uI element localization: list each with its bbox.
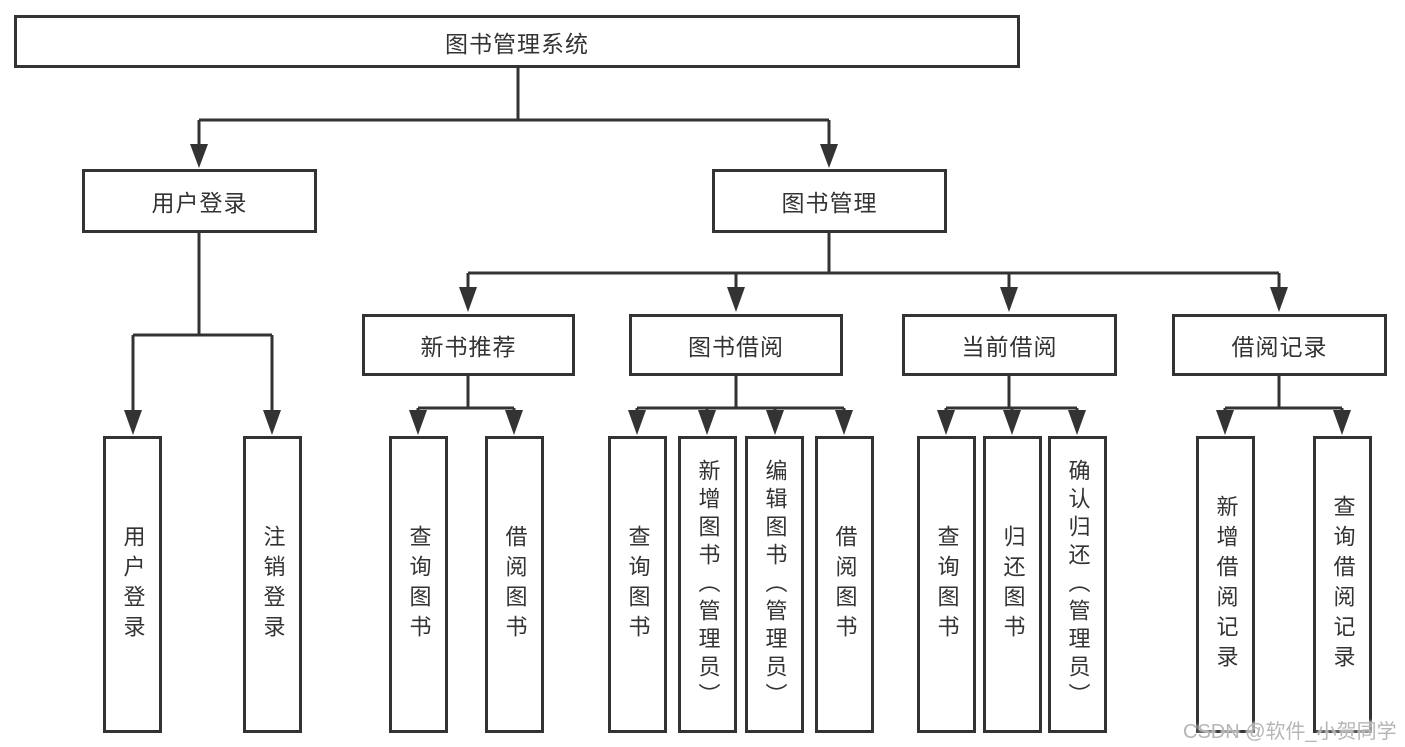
node-library-system: 图书管理系统 bbox=[14, 15, 1020, 68]
leaf-query-borrow-record-label: 查询借阅记录 bbox=[1330, 494, 1356, 675]
leaf-user-login: 用户登录 bbox=[103, 436, 162, 733]
leaf-borrow-books: 借阅图书 bbox=[815, 436, 874, 733]
leaf-add-book-admin: 新增图书（管理员） bbox=[678, 436, 737, 733]
node-user-login-branch-label: 用户登录 bbox=[151, 190, 248, 216]
leaf-query-borrow-record: 查询借阅记录 bbox=[1313, 436, 1372, 733]
leaf-logout-label: 注销登录 bbox=[260, 524, 286, 645]
leaf-add-borrow-record: 新增借阅记录 bbox=[1196, 436, 1255, 733]
leaf-current-query-books: 查询图书 bbox=[917, 436, 976, 733]
leaf-confirm-return-admin: 确认归还（管理员） bbox=[1048, 436, 1107, 733]
leaf-add-borrow-record-label: 新增借阅记录 bbox=[1213, 494, 1239, 675]
node-borrow-records: 借阅记录 bbox=[1172, 314, 1387, 376]
leaf-borrow-books-label: 借阅图书 bbox=[832, 524, 858, 645]
leaf-borrow-query-books: 查询图书 bbox=[608, 436, 667, 733]
node-borrow-records-label: 借阅记录 bbox=[1231, 334, 1328, 360]
node-book-borrow-label: 图书借阅 bbox=[688, 334, 784, 360]
leaf-current-query-books-label: 查询图书 bbox=[934, 524, 960, 645]
watermark: CSDN @软件_小贺同学 bbox=[1183, 721, 1397, 743]
leaf-logout: 注销登录 bbox=[243, 436, 302, 733]
leaf-recommend-query-books-label: 查询图书 bbox=[406, 524, 432, 645]
node-book-borrow: 图书借阅 bbox=[629, 314, 843, 376]
leaf-recommend-borrow-books-label: 借阅图书 bbox=[502, 524, 528, 645]
leaf-add-book-admin-label: 新增图书（管理员） bbox=[695, 458, 721, 711]
node-new-book-recommend-label: 新书推荐 bbox=[420, 334, 517, 360]
node-book-management-label: 图书管理 bbox=[781, 190, 878, 216]
node-book-management: 图书管理 bbox=[712, 169, 947, 233]
leaf-return-books: 归还图书 bbox=[983, 436, 1042, 733]
node-new-book-recommend: 新书推荐 bbox=[362, 314, 575, 376]
leaf-edit-book-admin-label: 编辑图书（管理员） bbox=[762, 458, 788, 711]
node-library-system-label: 图书管理系统 bbox=[445, 30, 589, 57]
leaf-recommend-query-books: 查询图书 bbox=[389, 436, 448, 733]
leaf-borrow-query-books-label: 查询图书 bbox=[625, 524, 651, 645]
leaf-confirm-return-admin-label: 确认归还（管理员） bbox=[1065, 458, 1091, 711]
node-user-login-branch: 用户登录 bbox=[82, 169, 317, 233]
leaf-user-login-label: 用户登录 bbox=[120, 524, 146, 645]
node-current-borrow: 当前借阅 bbox=[902, 314, 1117, 376]
leaf-return-books-label: 归还图书 bbox=[1000, 524, 1026, 645]
leaf-edit-book-admin: 编辑图书（管理员） bbox=[745, 436, 804, 733]
node-current-borrow-label: 当前借阅 bbox=[961, 334, 1058, 360]
leaf-recommend-borrow-books: 借阅图书 bbox=[485, 436, 544, 733]
